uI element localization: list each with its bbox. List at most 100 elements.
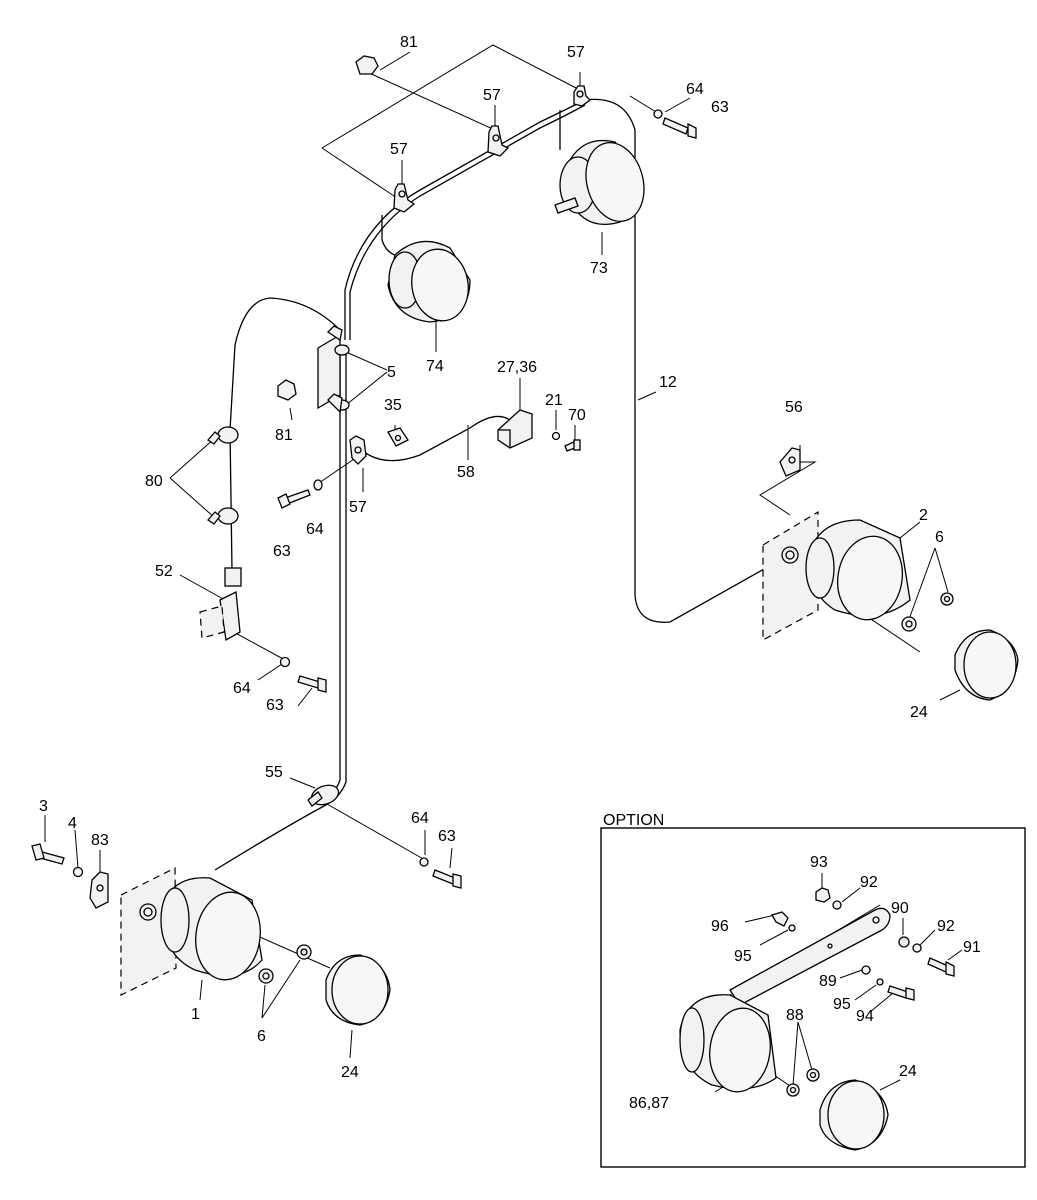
callout-57: 57 xyxy=(567,44,585,61)
washer-21 xyxy=(551,431,561,441)
callout-63: 63 xyxy=(711,99,729,116)
callout-55: 55 xyxy=(265,764,283,781)
callout-88: 88 xyxy=(786,1007,804,1024)
bolt-63-lower xyxy=(432,869,462,889)
lamp-housing-1 xyxy=(160,877,263,981)
washer-64-center xyxy=(313,479,323,491)
washer-6-left-a xyxy=(296,944,312,960)
washer-92-b xyxy=(912,943,922,953)
callout-80: 80 xyxy=(145,473,163,490)
callout-64: 64 xyxy=(306,521,324,538)
callout-56: 56 xyxy=(785,399,803,416)
washer-88-a xyxy=(786,1083,800,1097)
callout-24: 24 xyxy=(899,1063,917,1080)
callout-57: 57 xyxy=(483,87,501,104)
washer-95-a xyxy=(788,924,796,932)
bracket-83 xyxy=(89,871,109,909)
callout-12: 12 xyxy=(659,374,677,391)
washer-90 xyxy=(898,936,910,948)
callout-24: 24 xyxy=(910,704,928,721)
bolt-3 xyxy=(31,843,65,865)
nut-81-center xyxy=(277,379,297,401)
callout-5: 5 xyxy=(387,364,396,381)
callout-24: 24 xyxy=(341,1064,359,1081)
washer-88-b xyxy=(806,1068,820,1082)
callout-93: 93 xyxy=(810,854,828,871)
callout-92: 92 xyxy=(860,874,878,891)
clamp-bracket-5 xyxy=(317,325,350,414)
nut-93 xyxy=(815,887,831,903)
washer-6-right-a xyxy=(901,616,917,632)
callout-35: 35 xyxy=(384,397,402,414)
clamp-57-left xyxy=(393,183,416,213)
clamp-57-middle xyxy=(487,125,510,157)
callout-83: 83 xyxy=(91,832,109,849)
bolt-94 xyxy=(887,985,915,1001)
callout-4: 4 xyxy=(68,815,77,832)
callout-86-87: 86,87 xyxy=(629,1095,669,1112)
callout-64: 64 xyxy=(233,680,251,697)
callout-64: 64 xyxy=(411,810,429,827)
washer-64-lower xyxy=(419,857,429,867)
washer-4 xyxy=(72,866,84,878)
washer-92-a xyxy=(832,900,842,910)
lens-cover-24-left xyxy=(325,954,391,1026)
lamp-housing-2 xyxy=(805,519,911,621)
callout-90: 90 xyxy=(891,900,909,917)
callout-94: 94 xyxy=(856,1008,874,1025)
callout-63: 63 xyxy=(273,543,291,560)
lens-cover-24-option xyxy=(819,1079,889,1151)
clamp-80-lower xyxy=(207,507,239,525)
callout-57: 57 xyxy=(390,141,408,158)
work-lamp-73 xyxy=(554,139,645,226)
callout-96: 96 xyxy=(711,918,729,935)
callout-81: 81 xyxy=(400,34,418,51)
callout-3: 3 xyxy=(39,798,48,815)
clamp-80-upper xyxy=(207,426,239,445)
clamp-57-center xyxy=(349,435,367,465)
callout-74: 74 xyxy=(426,358,444,375)
work-lamp-74 xyxy=(387,240,471,323)
callout-2: 2 xyxy=(919,507,928,524)
mounting-plate-right xyxy=(762,510,819,642)
washer-89 xyxy=(861,965,871,975)
bolt-91 xyxy=(927,957,955,977)
washer-6-right-b xyxy=(940,592,954,606)
callout-27-36: 27,36 xyxy=(497,359,537,376)
connector-bracket-52 xyxy=(199,590,241,642)
option-title: OPTION xyxy=(603,812,664,829)
callout-labels: 81 57 57 57 64 63 73 74 5 27,36 12 21 70… xyxy=(39,34,981,1112)
callout-63: 63 xyxy=(438,828,456,845)
washer-95-b xyxy=(876,978,884,986)
callout-92: 92 xyxy=(937,918,955,935)
callout-89: 89 xyxy=(819,973,837,990)
callout-58: 58 xyxy=(457,464,475,481)
callout-57: 57 xyxy=(349,499,367,516)
leader-lines xyxy=(44,44,963,1093)
bolt-63-left xyxy=(297,675,327,693)
screw-70 xyxy=(564,439,581,452)
plug-connector xyxy=(224,567,242,587)
callout-52: 52 xyxy=(155,563,173,580)
callout-21: 21 xyxy=(545,392,563,409)
washer-64-left xyxy=(279,656,291,668)
callout-95: 95 xyxy=(734,948,752,965)
callout-70: 70 xyxy=(568,407,586,424)
mounting-plate-left xyxy=(120,867,177,996)
nut-81-top xyxy=(355,55,379,75)
callout-64: 64 xyxy=(686,81,704,98)
lamp-housing-86-87 xyxy=(679,994,777,1093)
washer-6-left-b xyxy=(258,968,274,984)
callout-6: 6 xyxy=(257,1028,266,1045)
wingbolt-96 xyxy=(771,911,789,927)
lens-cover-24-right xyxy=(954,629,1019,701)
bolt-63-center xyxy=(277,489,311,509)
callout-1: 1 xyxy=(191,1006,200,1023)
callout-95: 95 xyxy=(833,996,851,1013)
washer-64-top xyxy=(653,109,663,119)
callout-81: 81 xyxy=(275,427,293,444)
wiring-harness xyxy=(214,98,781,871)
bracket-56 xyxy=(779,447,801,477)
callout-63: 63 xyxy=(266,697,284,714)
